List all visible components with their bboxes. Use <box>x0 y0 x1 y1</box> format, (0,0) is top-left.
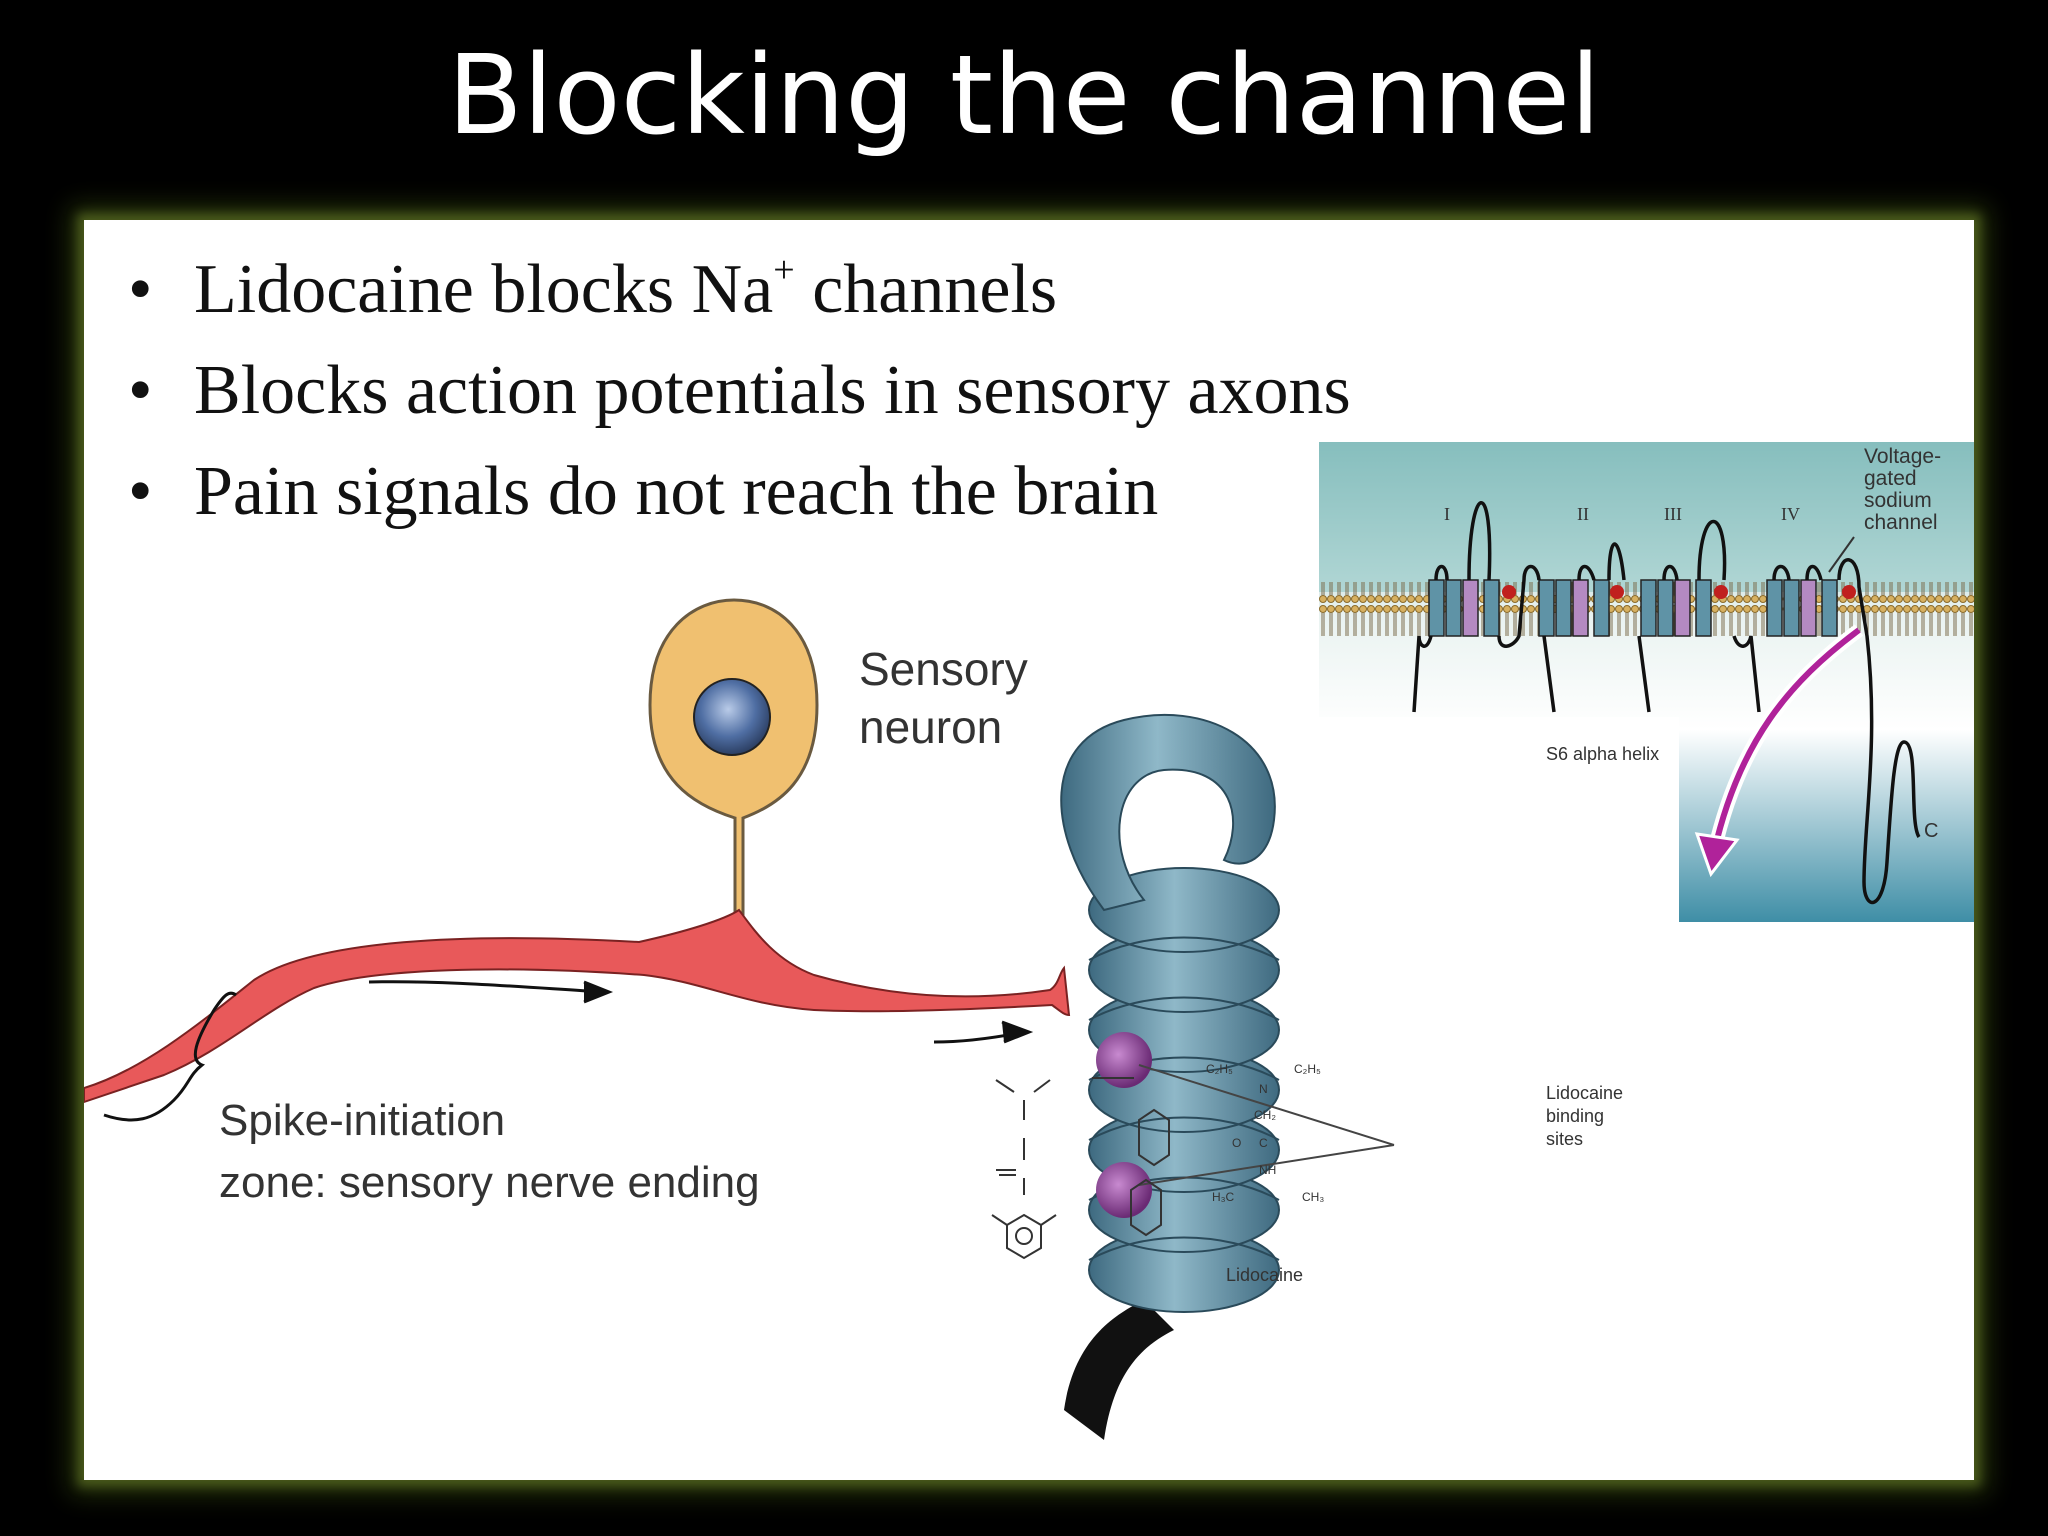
chem-ch2: CH₂ <box>1254 1108 1276 1122</box>
label-line: Spike-initiation <box>219 1096 506 1145</box>
bullet-superscript: + <box>773 249 795 291</box>
domain-label-1: I <box>1444 504 1450 524</box>
lidocaine-binding-site <box>1096 1162 1152 1218</box>
chem-n: N <box>1259 1082 1268 1096</box>
zone-brace <box>103 991 237 1122</box>
bullet-list: • Lidocaine blocks Na+ channels • Blocks… <box>104 240 1351 543</box>
bullet-text: Blocks action potentials in sensory axon… <box>194 352 1351 429</box>
chem-h3c: H₃C <box>1212 1190 1235 1204</box>
sensory-neuron-label: Sensory neuron <box>859 640 1028 756</box>
s6-helix-label: S6 alpha helix <box>1546 744 1660 764</box>
bullet-text: Lidocaine blocks Na <box>194 251 774 328</box>
signal-arrow <box>933 1020 1034 1044</box>
lidocaine-structure <box>1092 1077 1170 1237</box>
bullet-dot: • <box>128 251 153 328</box>
bullet-item: • Blocks action potentials in sensory ax… <box>104 341 1351 442</box>
neuron-cell-body <box>648 598 819 917</box>
lidocaine-molecule-label: Lidocaine <box>1226 1265 1304 1285</box>
sensory-neuron-figure <box>84 598 1071 1122</box>
label-line: channel <box>1864 511 1938 534</box>
c-terminus-label: C <box>1924 820 1939 842</box>
bullet-text: Pain signals do not reach the brain <box>194 453 1159 530</box>
lidocaine-skeleton <box>991 1079 1057 1260</box>
label-line: Voltage- <box>1864 445 1942 468</box>
content-panel: • Lidocaine blocks Na+ channels • Blocks… <box>84 220 1974 1480</box>
helix-tail <box>1064 1300 1174 1440</box>
label-line: neuron <box>859 701 1003 753</box>
bullet-dot: • <box>128 352 153 429</box>
label-line: gated <box>1864 467 1917 490</box>
bullet-item: • Lidocaine blocks Na+ channels <box>104 240 1351 341</box>
chem-c: C <box>1259 1136 1268 1150</box>
sensory-axon <box>84 908 1071 1104</box>
peptide-chain <box>1412 501 1921 905</box>
spike-zone-label: Spike-initiation zone: sensory nerve end… <box>219 1090 760 1214</box>
binding-sites-label: Lidocaine binding sites <box>1546 1082 1623 1151</box>
bullet-dot: • <box>128 453 153 530</box>
label-line: zone: sensory nerve ending <box>219 1158 760 1207</box>
sodium-channel-diagram: I II III IV Voltage- gated sodium channe… <box>1319 442 1974 922</box>
s6-helix-figure <box>991 713 1395 1440</box>
label-line: binding <box>1546 1106 1605 1126</box>
label-line: sodium <box>1864 489 1932 512</box>
pore-loop-markers <box>1502 585 1856 599</box>
channel-domain-segments <box>1428 579 1838 637</box>
label-line: sites <box>1546 1129 1584 1149</box>
bullet-item: • Pain signals do not reach the brain <box>104 442 1351 543</box>
slide-title: Blocking the channel <box>447 31 1601 159</box>
channel-name-label: Voltage- gated sodium channel <box>1864 446 1941 534</box>
alpha-helix-coil <box>1060 713 1369 1313</box>
binding-pointer-lines <box>1138 1064 1395 1186</box>
chem-ch3: CH₃ <box>1302 1190 1325 1204</box>
label-line: Lidocaine <box>1546 1083 1624 1103</box>
bullet-text-tail: channels <box>794 251 1058 328</box>
chem-c2h5-right: C₂H₅ <box>1294 1062 1321 1076</box>
chem-c2h5-left: C₂H₅ <box>1206 1062 1233 1076</box>
domain-label-4: IV <box>1781 504 1800 524</box>
domain-label-2: II <box>1577 504 1589 524</box>
label-leader-line <box>1828 536 1855 573</box>
label-line: Sensory <box>859 643 1028 695</box>
lidocaine-binding-site <box>1096 1032 1152 1088</box>
neuron-nucleus <box>693 678 771 756</box>
channel-topology-svg <box>1319 442 1974 922</box>
chem-o: O <box>1232 1136 1242 1150</box>
signal-arrow <box>368 980 614 1004</box>
chem-nh: NH <box>1259 1163 1277 1177</box>
domain-label-3: III <box>1664 504 1682 524</box>
